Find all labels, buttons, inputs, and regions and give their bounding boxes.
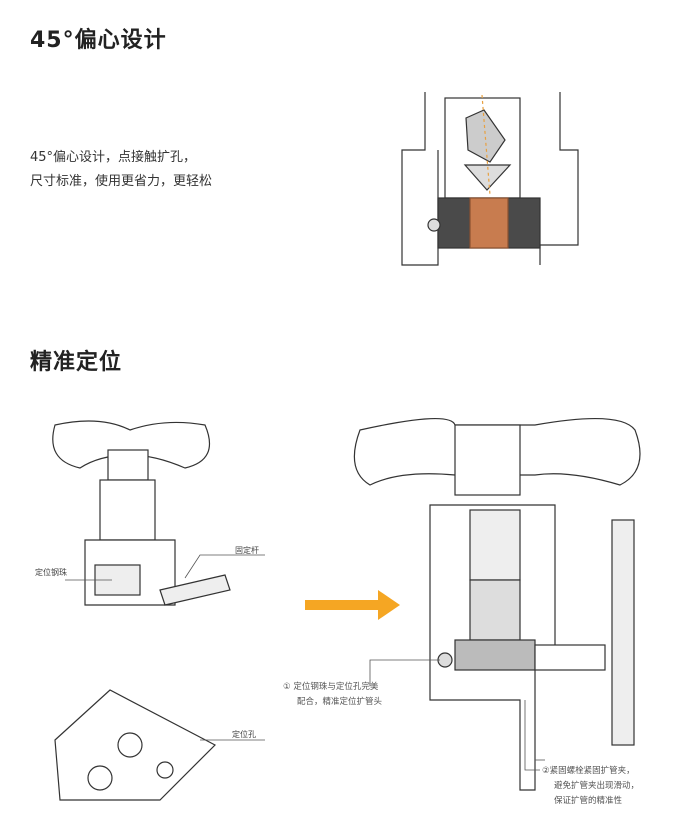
label-ball: 定位钢珠 bbox=[35, 568, 67, 577]
label-hole: 定位孔 bbox=[232, 730, 256, 739]
desc-line: 尺寸标准，使用更省力，更轻松 bbox=[30, 174, 213, 189]
note-number: ② bbox=[542, 766, 550, 776]
orange-arrow bbox=[305, 590, 400, 620]
section1-description: 45°偏心设计，点接触扩孔， 尺寸标准，使用更省力，更轻松 bbox=[30, 146, 212, 194]
note-2: ②紧固螺栓紧固扩管夹， 避免扩管夹出现滑动， 保证扩管的精准性 bbox=[542, 764, 639, 809]
section2-title: 精准定位 bbox=[30, 350, 123, 375]
note-line: 紧固螺栓紧固扩管夹， bbox=[549, 766, 635, 776]
eccentric-cross-section-drawing bbox=[401, 92, 579, 266]
note-line: 定位钢珠与定位孔完美 bbox=[293, 682, 379, 692]
label-rod: 固定杆 bbox=[235, 546, 259, 555]
note-number: ① bbox=[283, 682, 291, 692]
note-line: 保证扩管的精准性 bbox=[554, 796, 623, 806]
clamp-cross-section-drawing bbox=[353, 417, 641, 791]
note-1: ① 定位钢珠与定位孔完美 配合，精准定位扩管头 bbox=[283, 680, 382, 710]
section1-title: 45°偏心设计 bbox=[30, 28, 167, 53]
flaring-tool-drawing bbox=[52, 420, 231, 801]
desc-line: 45°偏心设计，点接触扩孔， bbox=[30, 150, 197, 165]
note-line: 避免扩管夹出现滑动， bbox=[554, 781, 640, 791]
note-line: 配合，精准定位扩管头 bbox=[297, 697, 383, 707]
